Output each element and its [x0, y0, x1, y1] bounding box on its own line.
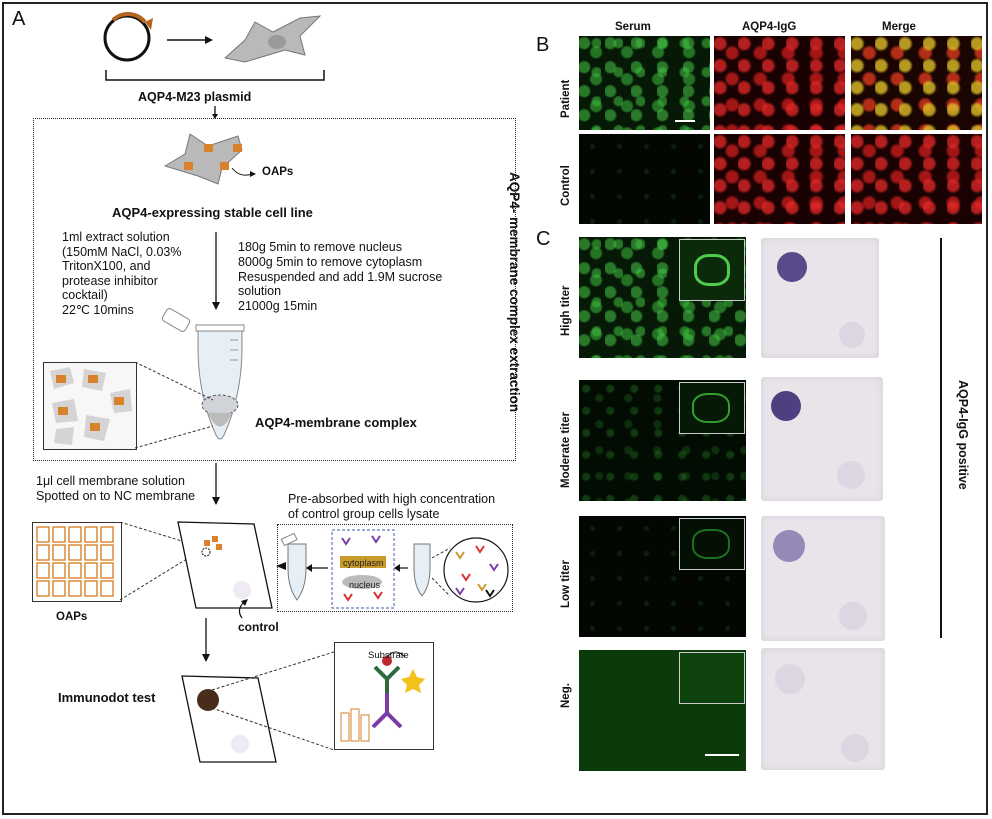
- row-neg: Neg.: [560, 683, 572, 708]
- oaps-label-top: OAPs: [262, 166, 294, 178]
- low-titer-inset: [679, 518, 745, 570]
- panel-c-letter: C: [536, 228, 551, 250]
- centrifuge-tube-icon: [161, 308, 245, 440]
- extraction-side-label: AQP4- membrane complex extraction: [507, 172, 522, 413]
- complex-label: AQP4-membrane complex: [255, 415, 417, 430]
- low-titer-image: [579, 516, 746, 637]
- moderate-titer-dot: [771, 391, 801, 421]
- plasmid-bracket: [105, 70, 325, 81]
- down-arrow-icon: [212, 106, 218, 119]
- low-titer-membrane: [761, 516, 885, 641]
- low-titer-dot: [773, 530, 805, 562]
- preabsorb-text: Pre-absorbed with high concentration of …: [288, 492, 496, 521]
- plasmid-label: AQP4-M23 plasmid: [138, 90, 252, 104]
- control-label: control: [238, 620, 279, 634]
- oaps-label-bottom: OAPs: [56, 611, 88, 623]
- plasmid-transfection-diagram: [103, 12, 322, 63]
- neg-image: [579, 650, 746, 771]
- moderate-titer-membrane: [761, 377, 883, 501]
- patient-aqp4-image: [714, 36, 845, 130]
- high-titer-image: [579, 237, 746, 358]
- nucleus-label: nucleus: [349, 580, 381, 590]
- high-titer-membrane: [761, 238, 879, 358]
- positive-bracket-line: [940, 238, 942, 638]
- moderate-titer-inset: [679, 382, 745, 434]
- row-patient: Patient: [560, 79, 572, 118]
- col-aqp4-igg: AQP4-IgG: [742, 21, 797, 33]
- panel-a-letter: A: [12, 8, 26, 30]
- spot-text: 1μl cell membrane solution Spotted on to…: [36, 474, 196, 503]
- col-serum: Serum: [615, 21, 651, 33]
- scale-bar: [675, 120, 695, 122]
- row-control: Control: [560, 165, 572, 206]
- neg-dot: [775, 664, 805, 694]
- preabsorption-diagram: [280, 529, 509, 609]
- centrifuge-text: 180g 5min to remove nucleus 8000g 5min t…: [238, 240, 443, 314]
- antibody-detection-inset: [334, 642, 434, 750]
- control-merge-image: [851, 134, 982, 224]
- control-pointer-icon: [238, 599, 248, 619]
- stable-line-label: AQP4-expressing stable cell line: [112, 205, 313, 220]
- down-arrow-icon-3: [212, 463, 220, 505]
- nc-membrane-icon: [177, 521, 273, 609]
- high-titer-inset: [679, 239, 745, 301]
- oaps-connector: [120, 522, 199, 601]
- row-low-titer: Low titer: [560, 560, 572, 608]
- extraction-box: [33, 118, 516, 461]
- neg-inset: [679, 652, 745, 704]
- col-merge: Merge: [882, 21, 916, 33]
- cytoplasm-label: cytoplasm: [343, 558, 384, 568]
- inset-connector: [135, 362, 214, 449]
- stable-cell-icon: [163, 133, 256, 185]
- patient-serum-image: [579, 36, 710, 130]
- row-high-titer: High titer: [560, 285, 572, 336]
- substrate-label: Substrate: [368, 650, 409, 661]
- scale-bar-2: [705, 754, 739, 756]
- row-moderate-titer: Moderate titer: [560, 411, 572, 488]
- extract-text: 1ml extract solution (150mM NaCl, 0.03% …: [62, 230, 182, 317]
- patient-merge-image: [851, 36, 982, 130]
- positive-side-label: AQP4-IgG positive: [956, 380, 970, 490]
- panel-b-letter: B: [536, 34, 550, 56]
- high-titer-dot: [777, 252, 807, 282]
- moderate-titer-image: [579, 380, 746, 501]
- neg-membrane: [761, 648, 885, 770]
- oaps-grid: [32, 522, 122, 602]
- down-arrow-icon-4: [202, 618, 210, 662]
- immunodot-connector: [211, 651, 335, 751]
- membrane-fragments-inset: [43, 362, 137, 450]
- control-serum-image: [579, 134, 710, 224]
- arrow-to-membrane-icon: [276, 562, 286, 570]
- immunodot-membrane-icon: [181, 675, 277, 763]
- down-arrow-icon-2: [212, 232, 220, 310]
- plasmid-icon: [103, 14, 151, 62]
- preabsorb-box: [277, 524, 513, 612]
- immunodot-label: Immunodot test: [58, 690, 156, 705]
- control-aqp4-image: [714, 134, 845, 224]
